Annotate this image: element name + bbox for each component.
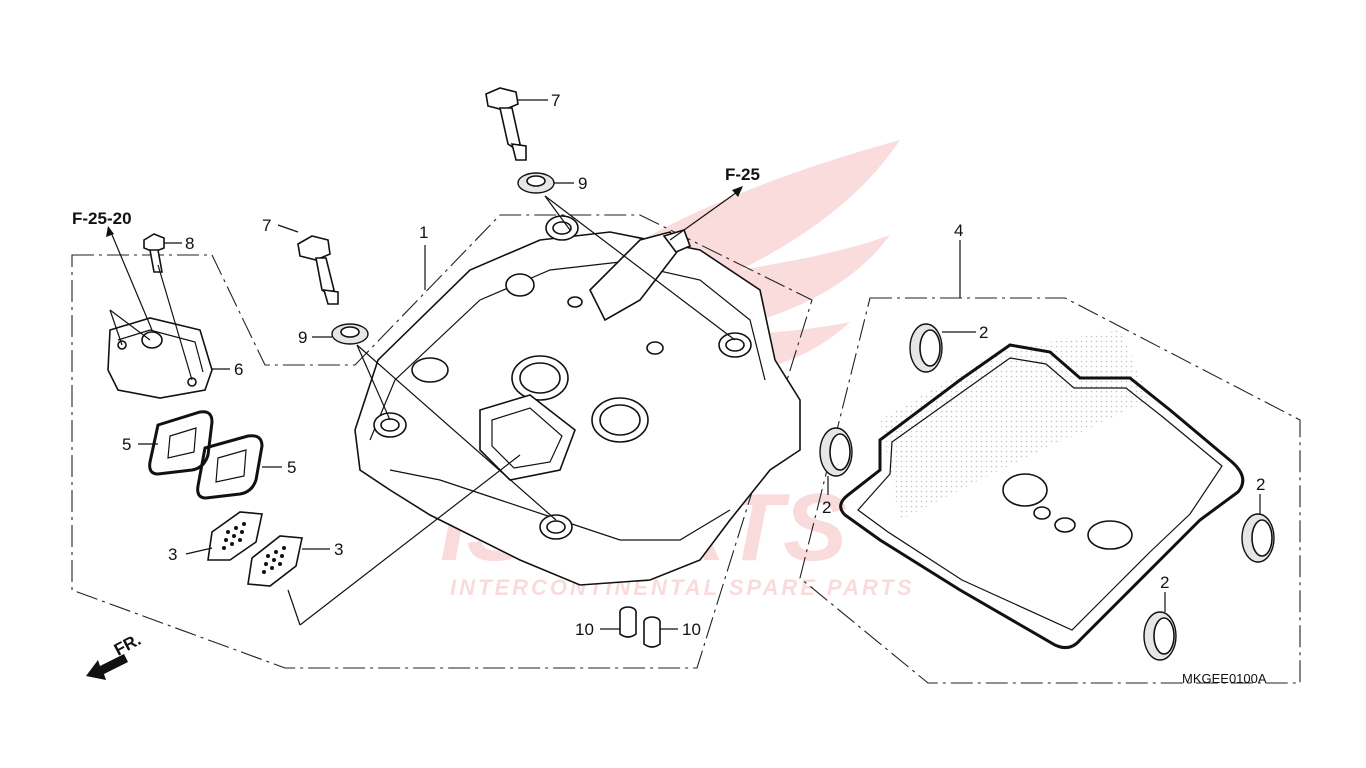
front-indicator: FR. <box>111 630 144 660</box>
callout-7-top: 7 <box>551 91 560 110</box>
plug-2-top <box>909 323 943 373</box>
callout-9-top: 9 <box>578 174 587 193</box>
callout-3-right: 3 <box>334 540 343 559</box>
front-arrow-icon <box>86 654 128 680</box>
callout-1: 1 <box>419 223 428 242</box>
assembly-outline-gasket <box>799 297 1301 684</box>
ref-f2520: F-25-20 <box>72 209 132 228</box>
reed-plate-3-right <box>247 535 303 587</box>
watermark-tagline: INTERCONTINENTAL SPARE PARTS <box>450 575 915 600</box>
callout-2-top: 2 <box>979 323 988 342</box>
callout-4: 4 <box>954 221 963 240</box>
dowel-10-left <box>619 606 637 638</box>
gasket-5-right <box>196 434 264 500</box>
assembly-outline-cover <box>71 214 813 669</box>
callout-6: 6 <box>234 360 243 379</box>
bolt-7-top <box>485 87 527 161</box>
bolt-8 <box>143 233 165 273</box>
callout-9-left: 9 <box>298 328 307 347</box>
plug-2-left <box>819 427 853 477</box>
bolt-7-left <box>297 235 339 305</box>
callout-8: 8 <box>185 234 194 253</box>
reed-plate-3-left <box>207 511 263 561</box>
callout-3-left: 3 <box>168 545 177 564</box>
callout-2-left: 2 <box>822 498 831 517</box>
callout-10-right: 10 <box>682 620 701 639</box>
callout-7-left: 7 <box>262 216 271 235</box>
callout-10-left: 10 <box>575 620 594 639</box>
callout-2-right: 2 <box>1256 475 1265 494</box>
washer-9-left <box>331 323 369 345</box>
dowel-10-right <box>643 616 661 648</box>
plug-2-right <box>1241 513 1275 563</box>
callout-2-bottom: 2 <box>1160 573 1169 592</box>
side-cover-6 <box>107 317 213 399</box>
callout-5-right: 5 <box>287 458 296 477</box>
washer-9-top <box>517 172 555 194</box>
diagram-code: MKGEE0100A <box>1182 671 1267 686</box>
cover-gasket-4 <box>839 343 1245 650</box>
callout-5-left: 5 <box>122 435 131 454</box>
ref-f25: F-25 <box>725 165 760 184</box>
plug-2-bottom <box>1143 611 1177 661</box>
